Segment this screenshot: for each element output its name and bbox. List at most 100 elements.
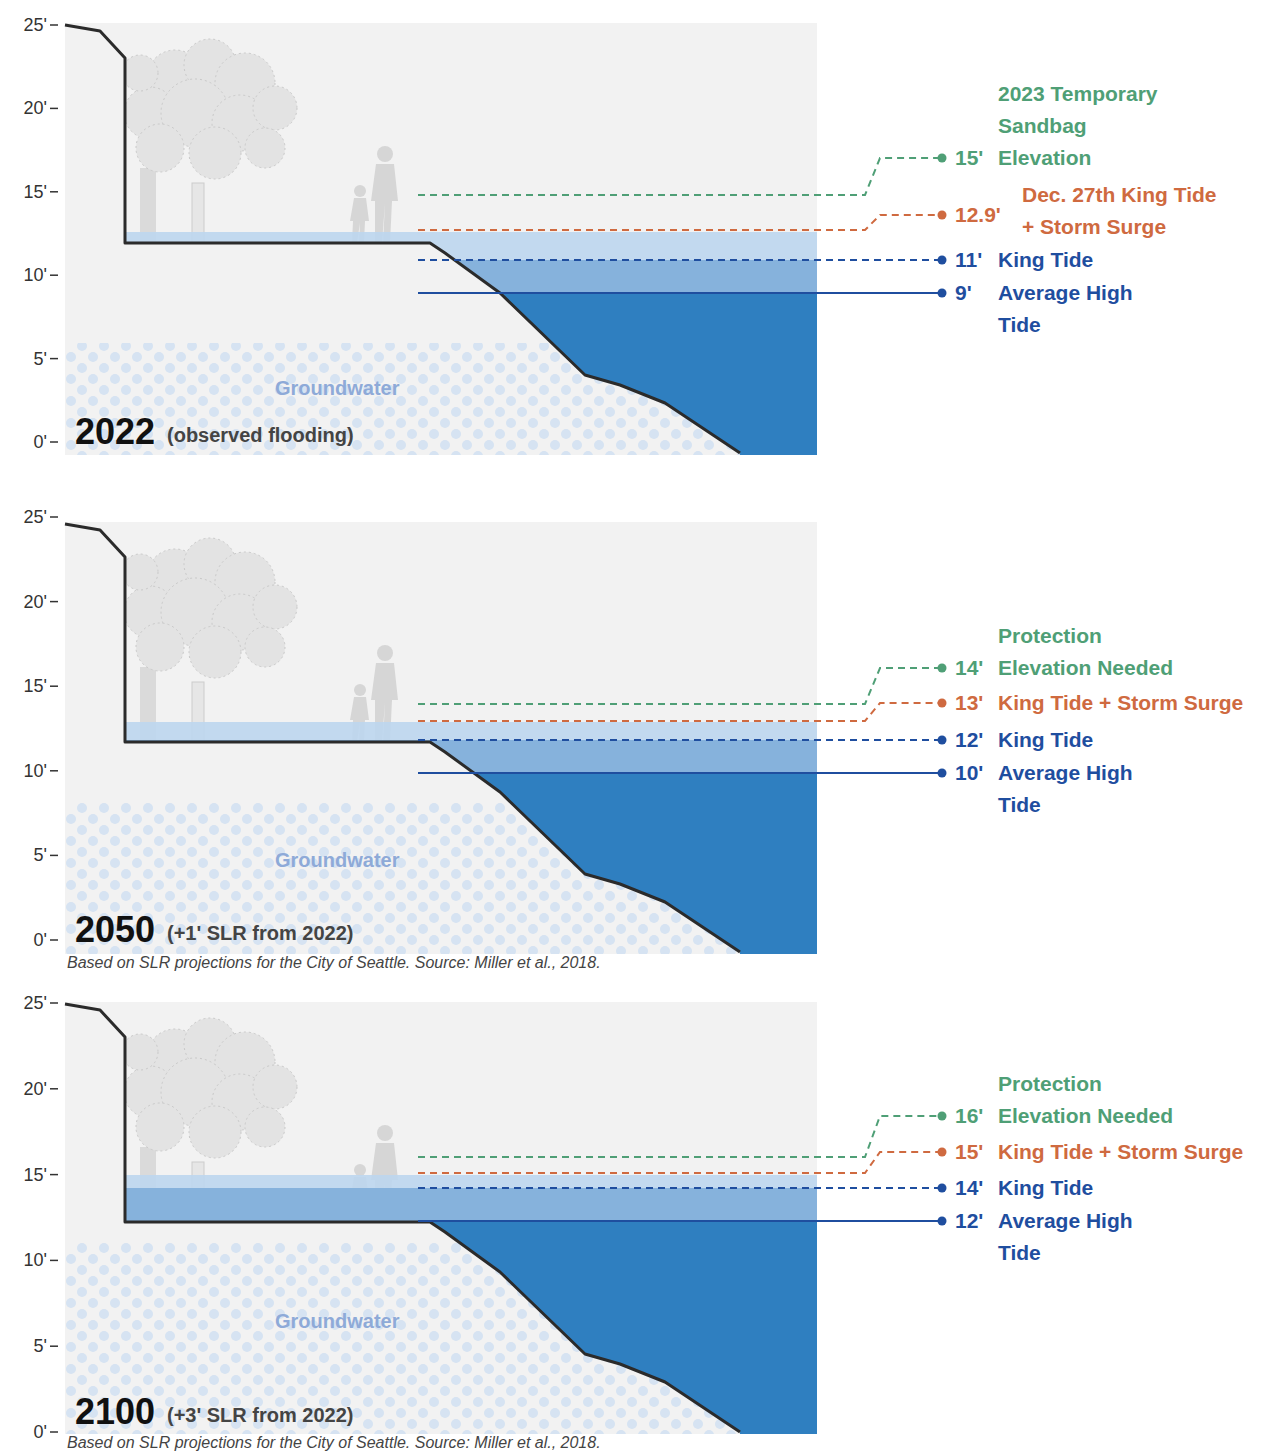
axis-value: 25' — [24, 14, 47, 36]
level-description: Protection Elevation Needed — [998, 620, 1198, 684]
axis-tick — [50, 191, 58, 193]
leader-line — [418, 1220, 942, 1222]
leader-line — [418, 259, 942, 261]
axis-tick — [50, 1431, 58, 1433]
tree-crown — [253, 86, 297, 130]
tree-crown — [122, 554, 158, 590]
axis-tick — [50, 1088, 58, 1090]
axis-value: 0' — [34, 929, 47, 951]
scenario-note: (+1' SLR from 2022) — [167, 922, 353, 945]
leader-dot — [938, 699, 947, 708]
tree-crown — [189, 1106, 241, 1158]
leader-dot — [938, 1217, 947, 1226]
panel-ground — [65, 23, 817, 455]
level-value: 11' — [955, 244, 982, 276]
year-label: 2050 — [75, 910, 155, 950]
leader-line — [418, 772, 942, 774]
axis-tick — [50, 358, 58, 360]
groundwater-dots — [65, 343, 817, 455]
level-description: King Tide — [998, 724, 1093, 756]
leader-dot — [938, 1184, 947, 1193]
level-description: King Tide + Storm Surge — [998, 687, 1243, 719]
axis-value: 5' — [34, 844, 47, 866]
level-description: Dec. 27th King Tide + Storm Surge — [1022, 179, 1217, 243]
ground-outline — [65, 1004, 740, 1432]
axis-value: 20' — [24, 97, 47, 119]
tree — [122, 538, 297, 742]
axis-tick — [50, 24, 58, 26]
leader-dot — [938, 1148, 947, 1157]
level-description: 2023 Temporary Sandbag Elevation — [998, 78, 1178, 174]
axis-value: 5' — [34, 348, 47, 370]
axis-tick — [50, 855, 58, 857]
panel-ground — [65, 522, 817, 954]
tree-crown — [245, 128, 285, 168]
level-value: 15' — [955, 142, 983, 174]
leader-dot — [938, 1112, 947, 1121]
year-label: 2100 — [75, 1392, 155, 1432]
child-head — [354, 1164, 366, 1176]
level-description: King Tide — [998, 1172, 1093, 1204]
tree-crown — [136, 623, 184, 671]
axis-tick — [50, 516, 58, 518]
groundwater-label: Groundwater — [275, 1310, 399, 1333]
axis-value: 0' — [34, 431, 47, 453]
year-label: 2022 — [75, 412, 155, 452]
level-value: 13' — [955, 687, 983, 719]
child-head — [354, 684, 366, 696]
axis-tick — [50, 1345, 58, 1347]
axis-value: 15' — [24, 675, 47, 697]
adult-head — [377, 645, 393, 661]
groundwater-label: Groundwater — [275, 849, 399, 872]
axis-tick — [50, 770, 58, 772]
level-value: 9' — [955, 277, 972, 309]
source-note: Based on SLR projections for the City of… — [67, 1434, 601, 1452]
axis-tick — [50, 1174, 58, 1176]
level-description: Average High Tide — [998, 277, 1163, 341]
adult-head — [377, 146, 393, 162]
level-value: 12.9' — [955, 199, 1001, 231]
leader-dot — [938, 154, 947, 163]
axis-tick — [50, 1002, 58, 1004]
tree-crown — [253, 585, 297, 629]
tree-crown — [136, 1103, 184, 1151]
level-value: 10' — [955, 757, 983, 789]
ground-outline — [65, 524, 740, 952]
level-value: 14' — [955, 652, 983, 684]
axis-tick — [50, 939, 58, 941]
tree-crown — [189, 626, 241, 678]
axis-tick — [50, 1260, 58, 1262]
level-description: Average High Tide — [998, 1205, 1163, 1269]
adult-body — [371, 164, 398, 243]
leader-line — [418, 292, 942, 294]
leader-line — [418, 1187, 942, 1189]
ground-outline — [65, 25, 740, 453]
axis-value: 10' — [24, 1249, 47, 1271]
people — [350, 146, 398, 243]
axis-value: 15' — [24, 1164, 47, 1186]
level-value: 14' — [955, 1172, 983, 1204]
leader-line — [418, 739, 942, 741]
axis-value: 10' — [24, 264, 47, 286]
leader-line — [418, 703, 942, 721]
tree-crown — [189, 127, 241, 179]
groundwater-dots — [65, 802, 817, 954]
axis-value: 10' — [24, 760, 47, 782]
child-head — [354, 185, 366, 197]
leader-line — [418, 158, 942, 195]
panel-ground — [65, 1002, 817, 1434]
tree-crown — [253, 1065, 297, 1109]
level-description: King Tide + Storm Surge — [998, 1136, 1243, 1168]
tree-crown — [122, 1034, 158, 1070]
axis-value: 15' — [24, 181, 47, 203]
level-description: King Tide — [998, 244, 1093, 276]
leader-line — [418, 1116, 942, 1157]
axis-tick — [50, 274, 58, 276]
level-value: 12' — [955, 724, 983, 756]
groundwater-label: Groundwater — [275, 377, 399, 400]
scenario-note: (+3' SLR from 2022) — [167, 1404, 353, 1427]
leader-dot — [938, 256, 947, 265]
leader-line — [418, 668, 942, 704]
level-value: 15' — [955, 1136, 983, 1168]
axis-value: 0' — [34, 1421, 47, 1443]
